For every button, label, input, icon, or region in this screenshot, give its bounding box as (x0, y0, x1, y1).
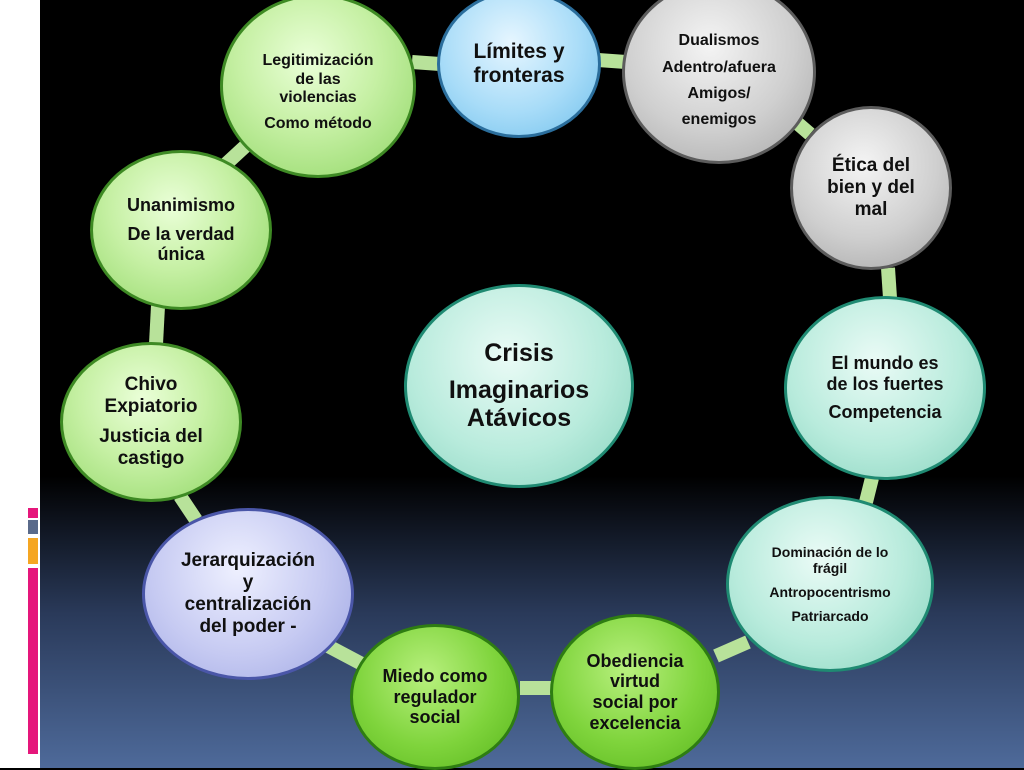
center-node-crisis: Crisis Imaginarios Atávicos (404, 284, 634, 488)
node-jerarquizacion: Jerarquización y centralización del pode… (142, 508, 354, 680)
node-miedo-line-1: Miedo como (382, 665, 488, 686)
node-dualismos-line-1: Dualismos (678, 32, 760, 50)
node-etica-line-2: bien y del (827, 177, 915, 199)
node-legitimizacion-line-2: de las (295, 70, 341, 88)
node-dominacion-line-3: Antropocentrismo (769, 584, 891, 600)
node-miedo: Miedo como regulador social (350, 624, 520, 770)
connector-legitimizacion-limites (411, 55, 441, 71)
node-dualismos: Dualismos Adentro/afuera Amigos/ enemigo… (622, 0, 816, 164)
node-mundo-line-3: Competencia (828, 402, 942, 423)
node-unanimismo-line-2: De la verdad (127, 223, 235, 244)
node-jerarquizacion-line-2: y (242, 572, 254, 594)
connector-chivo-unanimismo (149, 305, 165, 345)
accent-bar-blue (28, 520, 38, 534)
node-jerarquizacion-line-1: Jerarquización (180, 550, 316, 572)
connector-miedo-jerarquizacion (324, 639, 366, 671)
node-miedo-line-3: social (409, 707, 461, 728)
node-legitimizacion-line-1: Legitimización (262, 52, 374, 70)
node-miedo-line-2: regulador (393, 686, 477, 707)
node-dualismos-line-4: enemigos (681, 111, 757, 129)
node-etica: Ética del bien y del mal (790, 106, 952, 270)
connector-limites-dualismos (597, 53, 627, 69)
node-unanimismo: Unanimismo De la verdad única (90, 150, 272, 310)
node-unanimismo-line-3: única (157, 244, 205, 265)
node-obediencia-line-3: social por (592, 692, 678, 712)
node-chivo-line-4: castigo (117, 447, 185, 469)
node-obediencia-line-2: virtud (609, 671, 660, 692)
center-title: Crisis (484, 338, 554, 367)
node-legitimizacion-line-3: violencias (279, 89, 357, 106)
node-mundo-fuertes: El mundo es de los fuertes Competencia (784, 296, 986, 480)
node-jerarquizacion-line-3: centralización (184, 594, 312, 615)
node-legitimizacion: Legitimización de las violencias Como mé… (220, 0, 416, 178)
node-chivo-expiatorio: Chivo Expiatorio Justicia del castigo (60, 342, 242, 502)
node-limites-line-2: fronteras (473, 64, 565, 87)
node-obediencia-line-1: Obediencia (586, 650, 684, 671)
node-dualismos-line-3: Amigos/ (687, 85, 751, 102)
node-etica-line-3: mal (854, 198, 888, 220)
connector-jerarquizacion-chivo (174, 492, 202, 524)
center-subtitle-line-2: Atávicos (466, 404, 572, 433)
node-chivo-line-2: Expiatorio (104, 396, 198, 418)
node-unanimismo-line-1: Unanimismo (126, 194, 236, 215)
node-dominacion-line-1: Dominación de lo (771, 543, 889, 560)
node-chivo-line-1: Chivo (124, 374, 178, 396)
node-etica-line-1: Ética del (831, 155, 911, 177)
node-dominacion-line-4: Patriarcado (791, 608, 869, 625)
node-limites-fronteras: Límites y fronteras (437, 0, 601, 138)
node-limites-line-1: Límites y (473, 39, 565, 63)
node-obediencia: Obediencia virtud social por excelencia (550, 614, 720, 770)
accent-bar-orange (28, 538, 38, 564)
node-dualismos-line-2: Adentro/afuera (662, 58, 776, 76)
node-mundo-line-2: de los fuertes (826, 373, 944, 394)
connector-etica-mundo (881, 267, 897, 299)
node-jerarquizacion-line-4: del poder - (199, 615, 297, 637)
node-dominacion-line-2: frágil (812, 559, 848, 576)
node-mundo-line-1: El mundo es (831, 352, 939, 373)
connector-dominacion-obediencia (713, 635, 751, 663)
node-chivo-line-3: Justicia del (99, 426, 203, 447)
node-obediencia-line-4: excelencia (589, 712, 681, 733)
accent-bar-pink-top (28, 508, 38, 518)
connector-mundo-dominacion (859, 476, 879, 504)
center-subtitle-line-1: Imaginarios (448, 375, 590, 404)
node-legitimizacion-line-4: Como método (264, 115, 372, 133)
node-dominacion: Dominación de lo frágil Antropocentrismo… (726, 496, 934, 672)
accent-bar-pink-long (28, 568, 38, 754)
